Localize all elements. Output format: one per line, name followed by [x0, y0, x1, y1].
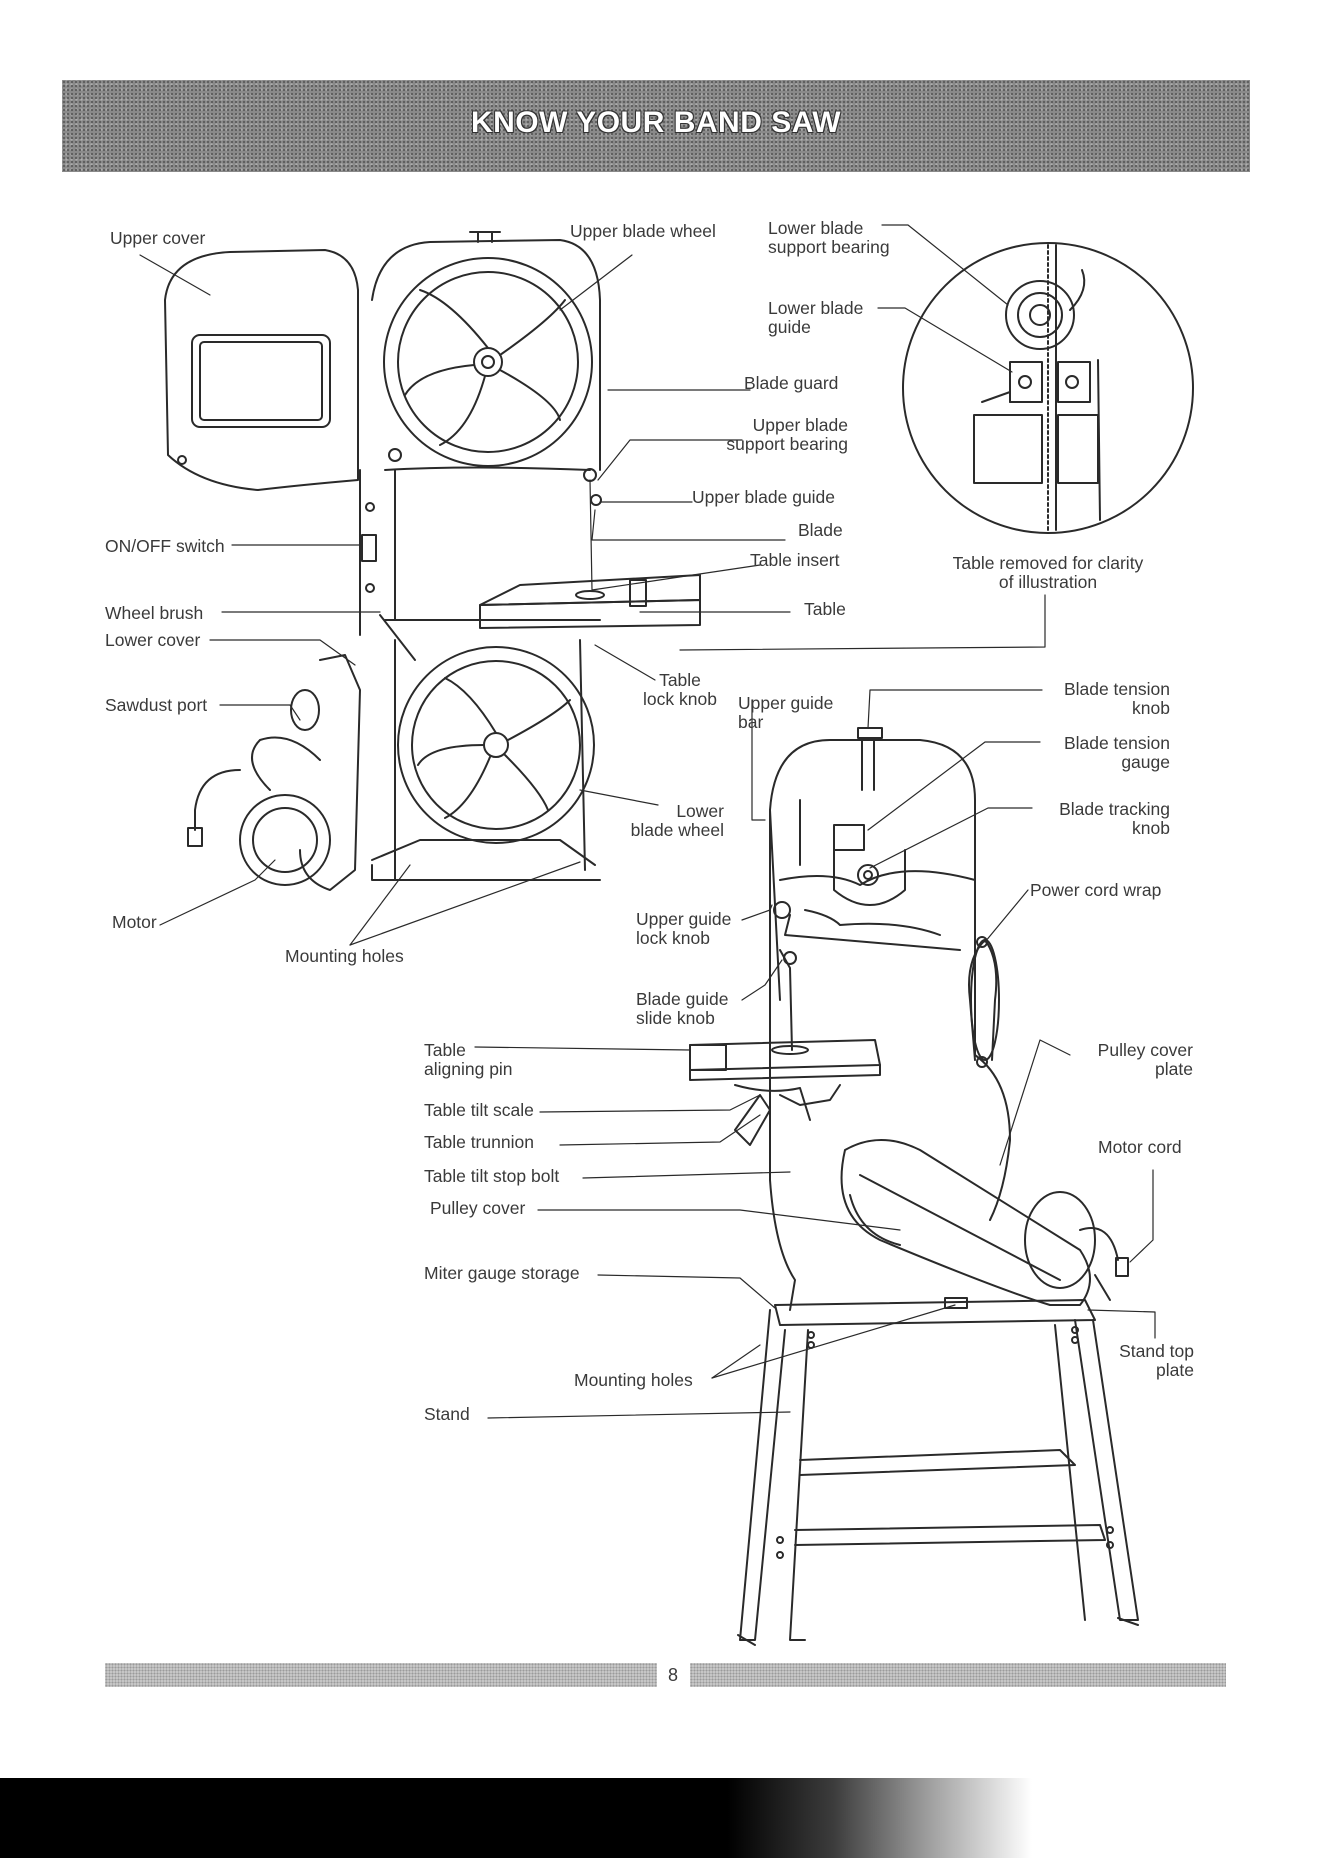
- lower-blade-wheel-drawing: [397, 646, 595, 844]
- label-table-aligning-pin: Table aligning pin: [424, 1040, 513, 1079]
- label-pulley-cover-plate: Pulley cover plate: [1097, 1040, 1193, 1079]
- label-blade: Blade: [798, 520, 843, 540]
- label-upper-cover: Upper cover: [110, 228, 206, 248]
- label-blade-tracking-knob: Blade tracking knob: [1059, 799, 1170, 838]
- footer-band-right: [690, 1663, 1226, 1687]
- footer-band-left: [105, 1663, 657, 1687]
- label-upper-guide-lock-knob: Upper guide lock knob: [636, 909, 732, 948]
- label-lower-blade-wheel: Lower blade wheel: [630, 801, 724, 840]
- label-lower-blade-support-bearing: Lower blade support bearing: [768, 218, 890, 257]
- power-cord-wrap-drawing: [968, 936, 1000, 1068]
- label-table-tilt-stop-bolt: Table tilt stop bolt: [424, 1166, 560, 1186]
- label-upper-blade-wheel: Upper blade wheel: [570, 221, 716, 241]
- label-wheel-brush: Wheel brush: [105, 603, 204, 623]
- header-band: [62, 80, 1250, 172]
- label-blade-guard: Blade guard: [744, 373, 839, 393]
- pulley-cover-drawing: [840, 1139, 1129, 1306]
- upper-blade-wheel-drawing: [383, 257, 593, 467]
- label-on-off-switch: ON/OFF switch: [105, 536, 225, 556]
- label-motor: Motor: [112, 912, 157, 932]
- leader-lines-inset: [679, 224, 1046, 651]
- table-top-left-drawing: [479, 574, 701, 629]
- label-table-lock-knob: Table lock knob: [643, 670, 717, 709]
- label-upper-guide-bar: Upper guide bar: [738, 693, 834, 732]
- page-number: 8: [667, 1665, 678, 1685]
- label-upper-blade-support-bearing: Upper blade support bearing: [726, 415, 848, 454]
- label-sawdust-port: Sawdust port: [105, 695, 208, 715]
- upper-cover-drawing: [164, 249, 359, 491]
- label-motor-cord: Motor cord: [1098, 1137, 1182, 1157]
- scan-edge-bar: [0, 1778, 1323, 1858]
- label-mounting-holes-lower: Mounting holes: [574, 1370, 693, 1390]
- label-stand-top-plate: Stand top plate: [1119, 1341, 1194, 1380]
- label-table-trunnion: Table trunnion: [424, 1132, 534, 1152]
- label-lower-blade-guide: Lower blade guide: [768, 298, 864, 337]
- label-table-insert: Table insert: [750, 550, 840, 570]
- label-blade-guide-slide-knob: Blade guide slide knob: [636, 989, 729, 1028]
- label-upper-blade-guide: Upper blade guide: [692, 487, 836, 507]
- label-miter-gauge-storage: Miter gauge storage: [424, 1263, 580, 1283]
- label-table-removed: Table removed for clarity of illustratio…: [952, 553, 1144, 592]
- label-pulley-cover: Pulley cover: [430, 1198, 526, 1218]
- label-blade-tension-knob: Blade tension knob: [1063, 679, 1170, 718]
- label-table-tilt-scale: Table tilt scale: [424, 1100, 534, 1120]
- leader-lines-top: [139, 254, 791, 946]
- label-mounting-holes-upper: Mounting holes: [285, 946, 404, 966]
- label-lower-cover: Lower cover: [105, 630, 201, 650]
- label-table: Table: [804, 599, 846, 619]
- inset-detail: [902, 242, 1194, 534]
- saw-on-stand-drawing: [769, 727, 1011, 1311]
- label-power-cord-wrap: Power cord wrap: [1030, 880, 1162, 900]
- table-stand-drawing: [689, 1039, 881, 1146]
- switch-and-brush-drawing: [361, 448, 602, 661]
- page-title: KNOW YOUR BAND SAW: [470, 106, 842, 139]
- stand-drawing: [737, 1297, 1139, 1646]
- motor-drawing: [187, 654, 361, 891]
- label-stand: Stand: [424, 1404, 470, 1424]
- label-blade-tension-gauge: Blade tension gauge: [1063, 733, 1170, 772]
- saw-frame-drawing: [359, 231, 601, 881]
- leader-lines-bottom: [474, 689, 1156, 1419]
